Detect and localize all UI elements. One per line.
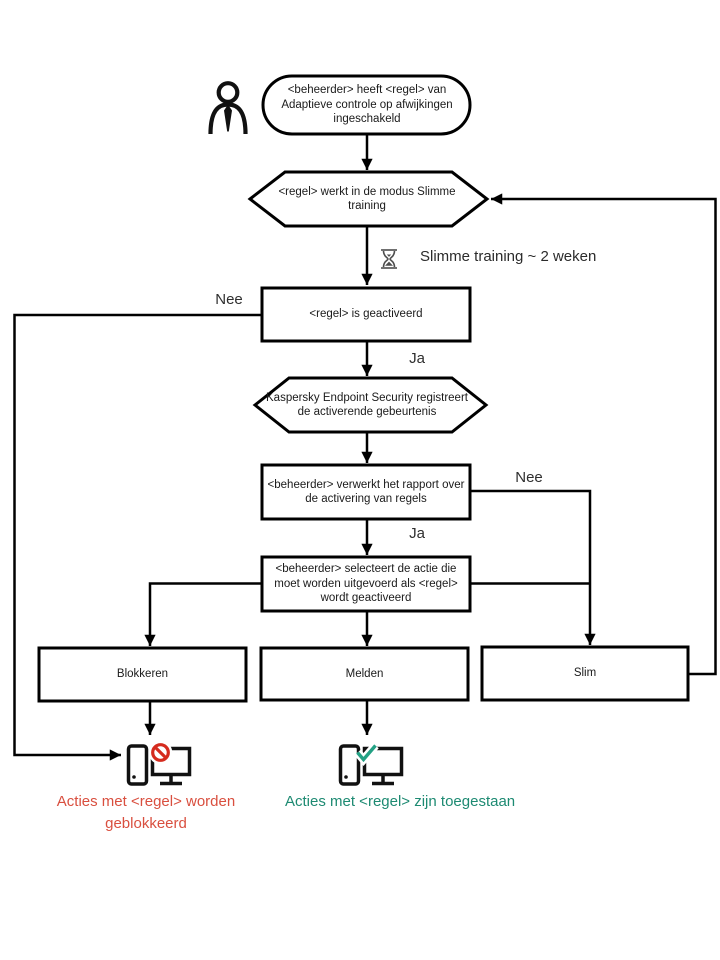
blokkeren-box-label: Blokkeren (116, 668, 169, 681)
blocked-result-label: Acties met <regel> worden geblokkeerd (56, 793, 236, 832)
slim-box-label: Slim (573, 667, 597, 680)
nee-rule-label: Nee (215, 291, 243, 308)
report-processed-box-label: <beheerder> verwerkt het rapport over de… (267, 478, 465, 505)
training-mode-hexagon-label: <regel> werkt in de modus Slimme trainin… (278, 185, 456, 212)
rule-activated-box-label: <regel> is geactiveerd (309, 308, 423, 321)
training-duration-label: Slimme training ~ 2 weken (420, 248, 597, 265)
action-selected-box-label: <beheerder> selecteert de actie die moet… (274, 563, 458, 605)
ja-report-label: Ja (409, 525, 425, 542)
ja-rule-label: Ja (409, 350, 425, 367)
start-terminator-label: <beheerder> heeft <regel> van Adaptieve … (281, 84, 453, 126)
allowed-result-label: Acties met <regel> zijn toegestaan (285, 793, 516, 810)
event-registered-hexagon-label: Kaspersky Endpoint Security registreert … (266, 391, 468, 418)
melden-box-label: Melden (345, 667, 384, 680)
nee-report-label: Nee (515, 469, 543, 486)
